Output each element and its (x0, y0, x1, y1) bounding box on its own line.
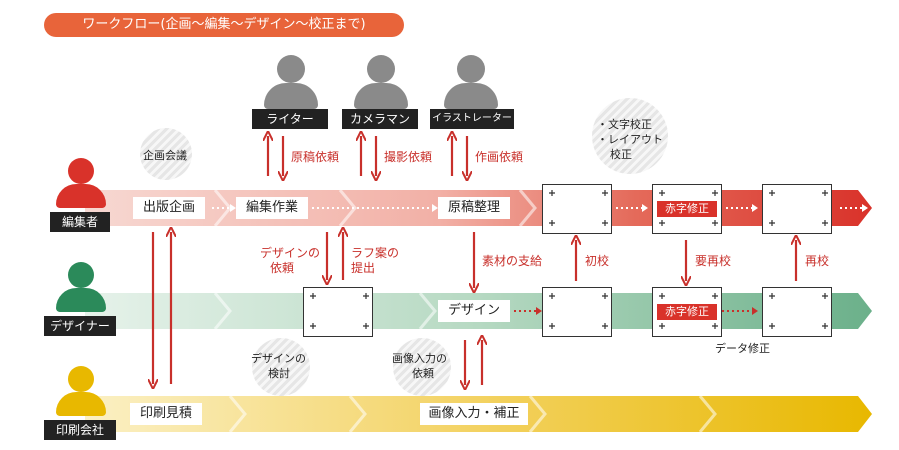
image-request-line1: 画像入力の (392, 352, 447, 365)
illustration-request-label: 作画依頼 (475, 150, 524, 164)
proofreading-line3: 校正 (610, 148, 632, 161)
manuscript-request-label: 原稿依頼 (291, 150, 340, 164)
stage-design: デザイン (438, 300, 510, 322)
second-request-label: 要再校 (695, 254, 732, 268)
editor-avatar (50, 158, 110, 218)
layout-doc-editor-1 (542, 184, 612, 234)
planning-meeting-bubble (140, 128, 192, 180)
first-proof-label: 初校 (585, 254, 610, 268)
image-request-line2: 依頼 (412, 367, 434, 380)
stage-publishing-plan: 出版企画 (133, 197, 205, 219)
doc-crop-marks (310, 190, 828, 329)
data-fix-label: データ修正 (715, 342, 770, 355)
camera-label: カメラマン (342, 109, 418, 129)
layout-doc-rough (303, 287, 373, 337)
image-request-bubble (393, 338, 451, 396)
camera-avatar (350, 55, 410, 115)
proofreading-line1: ・文字校正 (597, 118, 652, 131)
workflow-title: ワークフロー(企画〜編集〜デザイン〜校正まで) (44, 13, 404, 37)
design-request-line1: デザインの (260, 246, 321, 260)
stage-image-input: 画像入力・補正 (420, 403, 528, 425)
stage-print-estimate: 印刷見積 (130, 403, 202, 425)
layout-doc-designer-1 (542, 287, 612, 337)
stage-manuscript-arrangement: 原稿整理 (438, 197, 510, 219)
design-review-line2: 検討 (268, 367, 290, 380)
red-correction-designer: 赤字修正 (657, 304, 717, 320)
printer-label: 印刷会社 (44, 420, 116, 440)
designer-avatar (50, 262, 110, 322)
illustrator-avatar (440, 55, 500, 115)
design-request-line2: 依頼 (270, 261, 295, 275)
rough-submit-line2: 提出 (351, 261, 376, 275)
layout-doc-editor-3 (762, 184, 832, 234)
photo-request-label: 撮影依頼 (384, 150, 433, 164)
proofreading-bubble (592, 98, 668, 174)
stage-editing-work: 編集作業 (236, 197, 308, 219)
proofreading-line2: ・レイアウト (597, 133, 663, 146)
designer-label: デザイナー (44, 316, 116, 336)
rough-submit-line1: ラフ案の (351, 246, 400, 260)
material-supply-label: 素材の支給 (482, 254, 543, 268)
writer-label: ライター (252, 109, 328, 129)
planning-meeting-label: 企画会議 (143, 149, 187, 162)
editor-label: 編集者 (50, 212, 110, 232)
illustrator-label: イラストレーター (430, 109, 514, 129)
writer-avatar (260, 55, 320, 115)
design-review-line1: デザインの (251, 352, 306, 365)
layout-doc-designer-3 (762, 287, 832, 337)
red-correction-editor: 赤字修正 (657, 201, 717, 217)
printer-avatar (50, 366, 110, 426)
design-review-bubble (252, 338, 310, 396)
second-proof-label: 再校 (805, 254, 830, 268)
